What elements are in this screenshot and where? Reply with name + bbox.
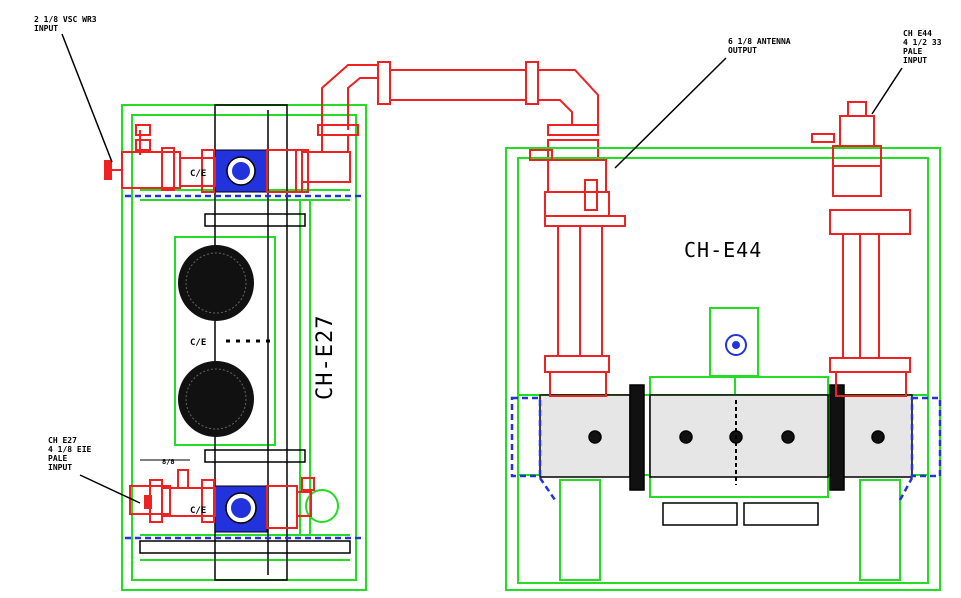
callout-top-right: CH E44 4 1/2 33 PALE INPUT — [871, 29, 942, 115]
callout-bottom-left: CH E27 4 1/8 EIE PALE INPUT — [48, 436, 141, 504]
tag-dim-mark: 8/8 — [162, 458, 175, 466]
tag-c-lower: C/E — [190, 506, 206, 516]
callout-top-right-line-2: 4 1/2 33 — [903, 38, 942, 47]
callout-top-left-line-2: INPUT — [34, 24, 58, 33]
callout-top-left-line-1: 2 1/8 VSC WR3 — [34, 15, 97, 24]
callout-bottom-left-line-1: CH E27 — [48, 436, 77, 445]
right-lower-panels — [539, 384, 913, 526]
callout-antenna: 6 1/8 ANTENNA OUTPUT — [614, 37, 791, 169]
tag-c-upper: C/E — [190, 169, 206, 179]
right-input-column — [811, 101, 911, 397]
unit-label-e27: CH-E27 — [313, 315, 338, 400]
left-blue-dashes — [125, 194, 365, 540]
bridge-waveguide — [317, 61, 599, 161]
callout-top-left-leader — [61, 33, 113, 163]
callout-top-left: 2 1/8 VSC WR3 INPUT — [34, 15, 113, 163]
left-combiner-bottom — [214, 485, 268, 533]
left-input-flange — [104, 160, 152, 509]
callout-antenna-leader — [614, 57, 727, 169]
unit-label-e44: CH-E44 — [684, 238, 762, 262]
right-center-port — [725, 334, 747, 356]
antenna-column — [529, 149, 626, 397]
callout-bottom-left-line-2: 4 1/8 EIE — [48, 445, 92, 454]
callout-top-right-leader — [871, 67, 903, 115]
left-combiner-top — [214, 149, 268, 193]
callout-antenna-line-1: 6 1/8 ANTENNA — [728, 37, 791, 46]
callout-bottom-left-line-4: INPUT — [48, 463, 72, 472]
callout-top-right-line-3: PALE — [903, 47, 922, 56]
callout-antenna-line-2: OUTPUT — [728, 46, 757, 55]
callout-bottom-left-line-3: PALE — [48, 454, 67, 463]
tag-c-mid: C/E — [190, 338, 206, 348]
callout-bottom-left-leader — [79, 474, 141, 504]
callout-top-right-line-4: INPUT — [903, 56, 927, 65]
callout-top-right-line-1: CH E44 — [903, 29, 932, 38]
right-blue-dashes — [510, 396, 942, 501]
left-filter-discs — [178, 245, 270, 437]
